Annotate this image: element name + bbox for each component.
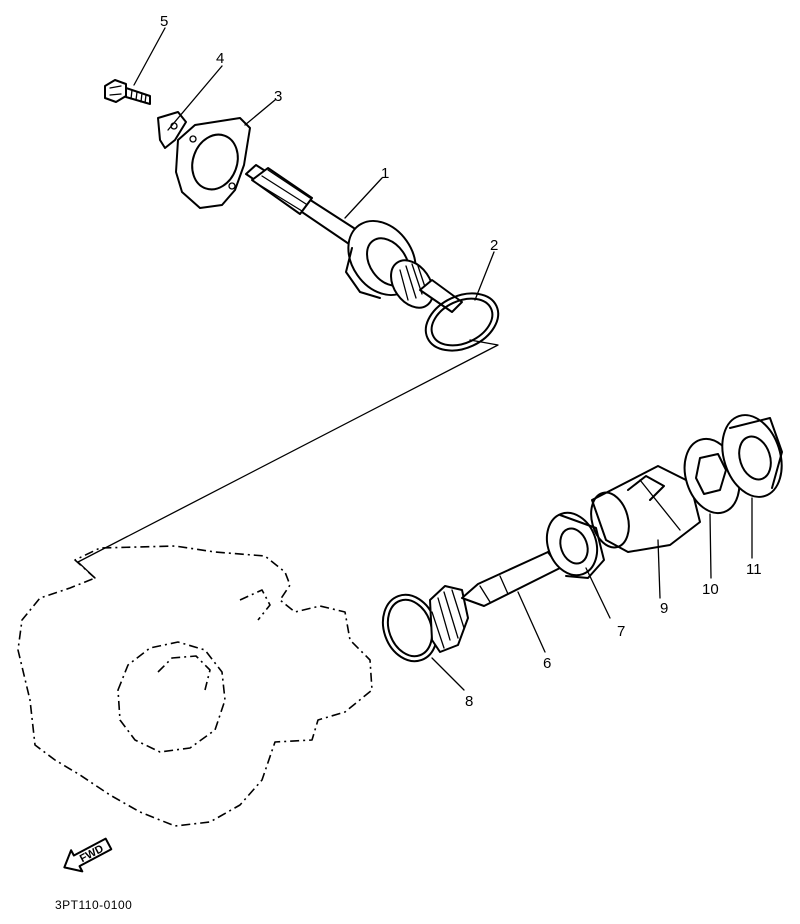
part-6-bevel-shaft [429,544,573,653]
callout-8: 8 [465,693,473,710]
callout-11: 11 [746,561,762,578]
callout-6: 6 [543,655,551,672]
callout-1: 1 [381,165,389,182]
part-9-collar [590,465,701,553]
drawing-code: 3PT110-0100 [55,898,132,912]
callout-5: 5 [160,13,168,30]
callout-4: 4 [216,50,224,67]
part-2-circlip [424,292,500,352]
callout-leaders [133,27,753,691]
callout-3: 3 [274,88,282,105]
callout-2: 2 [490,237,498,254]
part-5-bolt [104,79,151,105]
leader-line [77,339,499,579]
part-3-gasket-plate [175,117,251,209]
part-1-drive-shaft [245,164,463,313]
fwd-label: FWD [78,843,106,865]
callout-10: 10 [702,581,719,598]
part-7-bearing [545,511,605,579]
engine-outline [17,545,373,827]
fwd-arrow: FWD [63,837,113,873]
callout-9: 9 [660,600,668,617]
part-11-bearing-cap [721,414,783,498]
callout-7: 7 [617,623,625,640]
